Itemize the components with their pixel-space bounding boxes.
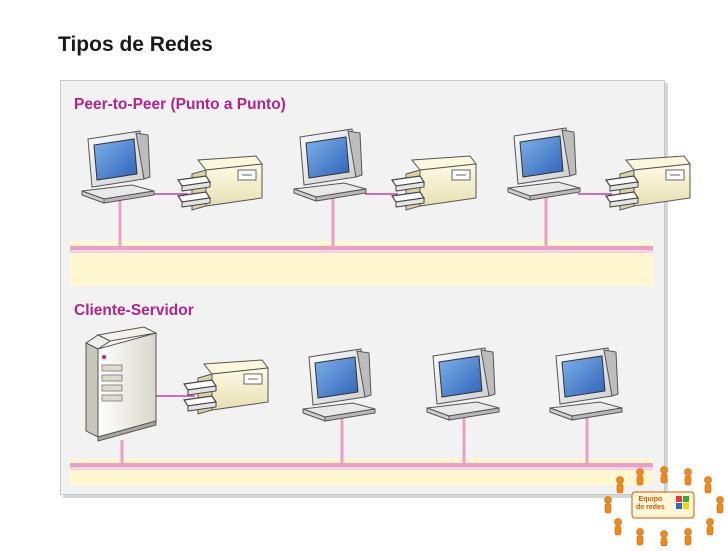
client-band <box>70 458 653 485</box>
printer-icon <box>183 359 269 415</box>
printer-icon <box>605 155 691 211</box>
team-logo: Equipo de redes <box>600 466 728 547</box>
peer-to-peer-label: Peer-to-Peer (Punto a Punto) <box>74 96 286 113</box>
computer-icon <box>302 348 376 422</box>
client-server-section <box>70 326 653 485</box>
printer-icon <box>391 155 477 211</box>
computer-icon <box>507 127 581 201</box>
people-ring-icon <box>604 466 724 547</box>
client-server-label: Cliente-Servidor <box>74 302 194 319</box>
computer-icon <box>426 347 500 421</box>
computer-icon <box>293 128 367 202</box>
client-bus-line <box>70 463 653 467</box>
computer-icon <box>549 347 623 421</box>
server-icon <box>85 326 157 442</box>
peer-to-peer-section <box>70 127 691 286</box>
computer-icon <box>81 130 155 204</box>
printer-icon <box>177 155 263 211</box>
logo-caption: Equipo de redes <box>636 496 665 511</box>
slide-title: Tipos de Redes <box>58 33 213 56</box>
peer-bus-line <box>70 246 653 250</box>
